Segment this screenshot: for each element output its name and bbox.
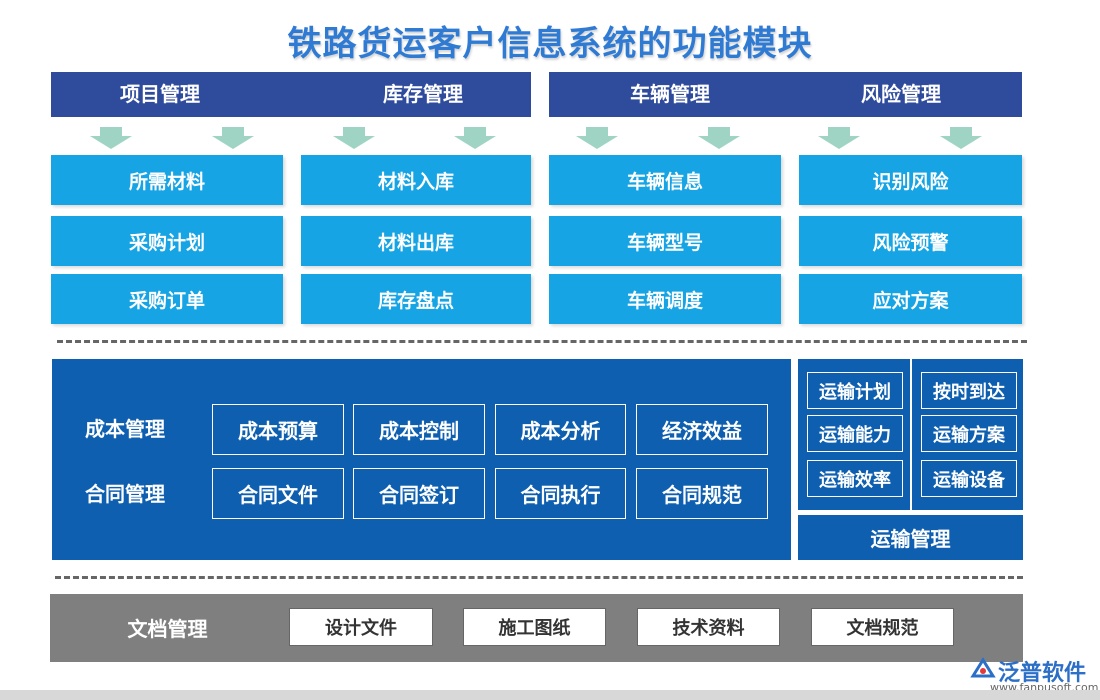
label-transport-management: 运输管理 (798, 515, 1023, 560)
header-project-management: 项目管理 (120, 81, 200, 106)
box-document-standards: 文档规范 (811, 608, 954, 646)
middle-panel (52, 359, 791, 560)
down-arrow-icon (333, 127, 375, 149)
box-cost-control: 成本控制 (353, 404, 485, 455)
down-arrow-icon (698, 127, 740, 149)
bottom-strip (0, 690, 1100, 700)
box-material-outbound: 材料出库 (301, 216, 531, 266)
box-transport-scheme: 运输方案 (921, 415, 1017, 452)
box-material-inbound: 材料入库 (301, 155, 531, 205)
down-arrow-icon (940, 127, 982, 149)
box-inventory-count: 库存盘点 (301, 274, 531, 324)
box-cost-budget: 成本预算 (212, 404, 344, 455)
label-document-management: 文档管理 (127, 616, 208, 641)
box-identify-risk: 识别风险 (799, 155, 1022, 205)
logo-name: 泛普软件 (998, 661, 1087, 686)
box-vehicle-model: 车辆型号 (549, 216, 781, 266)
label-cost-management: 成本管理 (85, 417, 165, 441)
box-economic-benefit: 经济效益 (636, 404, 768, 455)
header-inventory-management: 库存管理 (383, 81, 463, 106)
logo-icon (970, 657, 996, 678)
box-purchase-order: 采购订单 (51, 274, 283, 324)
divider (910, 359, 912, 510)
box-purchase-plan: 采购计划 (51, 216, 283, 266)
box-contract-signing: 合同签订 (353, 468, 485, 519)
box-vehicle-info: 车辆信息 (549, 155, 781, 205)
box-contract-execution: 合同执行 (495, 468, 626, 519)
box-contract-standard: 合同规范 (636, 468, 768, 519)
box-technical-materials: 技术资料 (637, 608, 780, 646)
down-arrow-icon (576, 127, 618, 149)
label-contract-management: 合同管理 (85, 482, 165, 506)
box-transport-efficiency: 运输效率 (807, 460, 903, 497)
box-construction-drawings: 施工图纸 (463, 608, 606, 646)
page-title: 铁路货运客户信息系统的功能模块 (287, 23, 813, 64)
box-transport-equipment: 运输设备 (921, 460, 1017, 497)
header-bar-right (549, 72, 1022, 117)
box-contract-document: 合同文件 (212, 468, 344, 519)
box-transport-plan: 运输计划 (807, 372, 903, 409)
header-bar-left (51, 72, 531, 117)
header-risk-management: 风险管理 (861, 81, 941, 106)
down-arrow-icon (212, 127, 254, 149)
down-arrow-icon (454, 127, 496, 149)
box-vehicle-dispatch: 车辆调度 (549, 274, 781, 324)
box-cost-analysis: 成本分析 (495, 404, 626, 455)
box-design-files: 设计文件 (289, 608, 433, 646)
down-arrow-icon (90, 127, 132, 149)
box-risk-warning: 风险预警 (799, 216, 1022, 266)
box-required-materials: 所需材料 (51, 155, 283, 205)
box-response-plan: 应对方案 (799, 274, 1022, 324)
divider (55, 576, 1023, 579)
box-on-time-arrival: 按时到达 (921, 372, 1017, 409)
down-arrow-icon (818, 127, 860, 149)
header-vehicle-management: 车辆管理 (630, 81, 710, 106)
box-transport-capacity: 运输能力 (807, 415, 903, 452)
divider (57, 340, 1027, 343)
